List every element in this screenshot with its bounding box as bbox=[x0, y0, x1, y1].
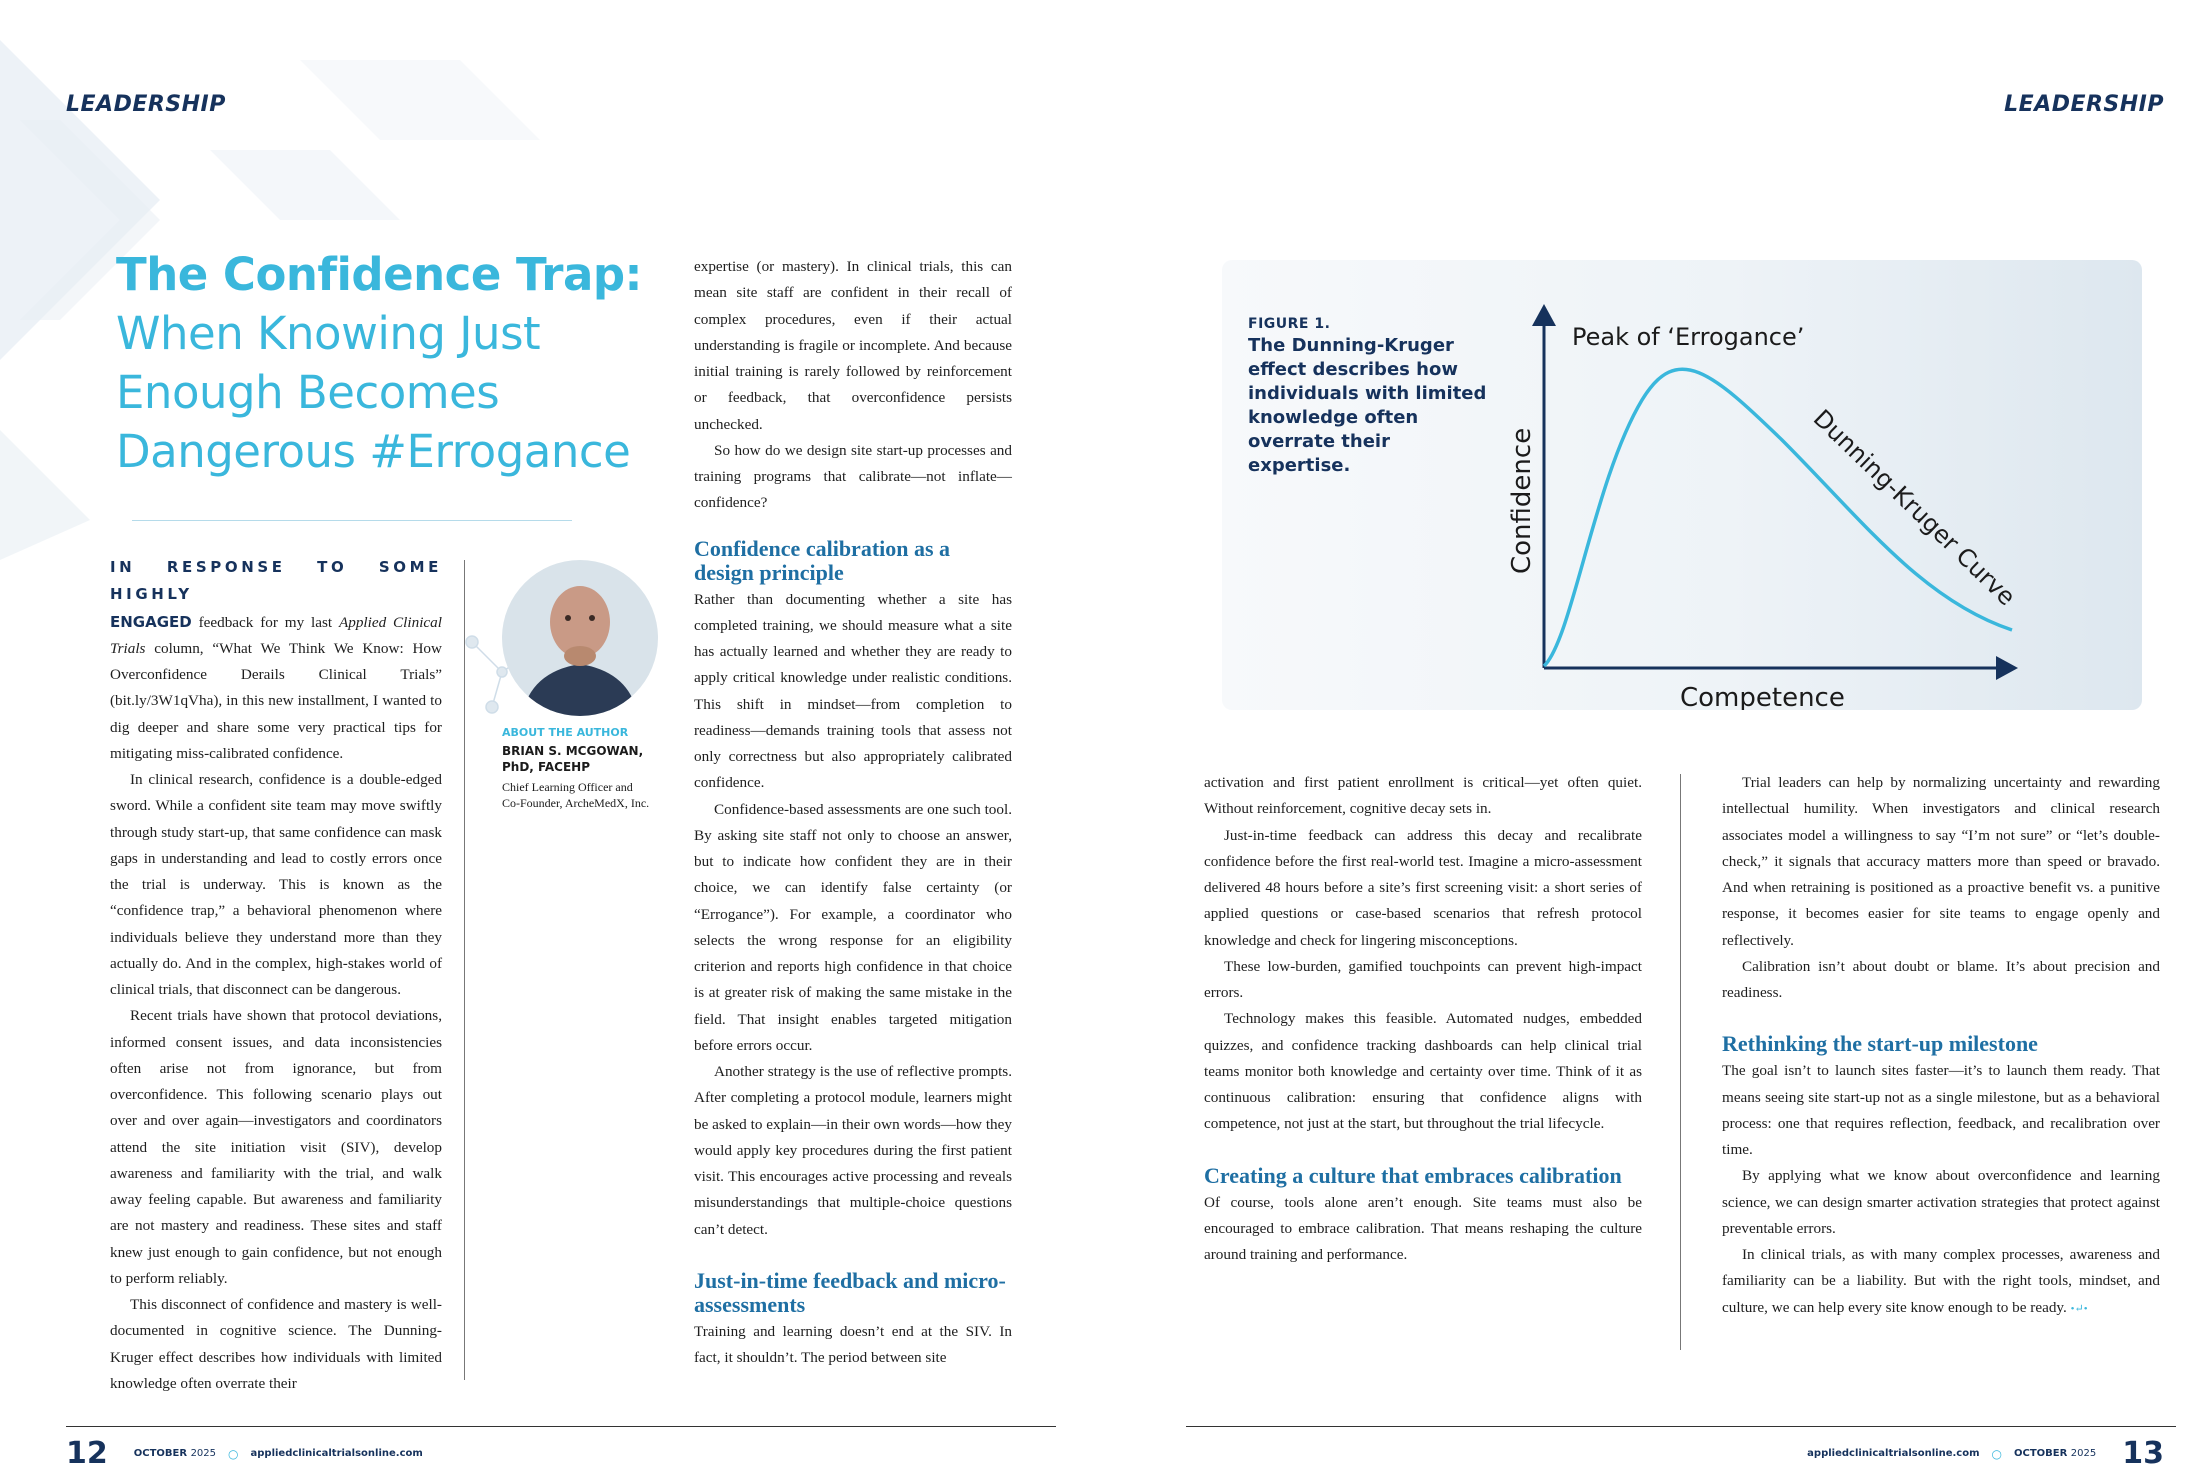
column-3: activation and first patient enrollment … bbox=[1204, 770, 1642, 1268]
column-divider bbox=[464, 560, 465, 1380]
page-number-right: 13 bbox=[2122, 1436, 2164, 1471]
footer-rule-left bbox=[66, 1426, 1056, 1427]
about-author-label: ABOUT THE AUTHOR bbox=[502, 726, 629, 739]
paragraph: expertise (or mastery). In clinical tria… bbox=[694, 258, 1012, 433]
end-mark: •↵• bbox=[2070, 1302, 2088, 1315]
column-4: Trial leaders can help by normalizing un… bbox=[1722, 770, 2160, 1322]
footer-dot-icon: ○ bbox=[1991, 1446, 2002, 1461]
subheading: Rethinking the start-up milestone bbox=[1722, 1031, 2038, 1057]
title-divider bbox=[132, 520, 572, 521]
footer-rule-right bbox=[1186, 1426, 2176, 1427]
paragraph: The goal isn’t to launch sites faster—it… bbox=[1722, 1062, 2160, 1158]
paragraph: Trial leaders can help by normalizing un… bbox=[1722, 774, 2160, 949]
figure-caption-text: The Dunning-Kruger effect describes how … bbox=[1248, 335, 1487, 476]
author-network-decoration bbox=[465, 635, 537, 714]
curve-label: Dunning-Kruger Curve bbox=[1808, 404, 2021, 611]
title-bold-line: The Confidence Trap: bbox=[116, 248, 643, 301]
peak-label: Peak of ‘Errogance’ bbox=[1572, 323, 1804, 351]
x-axis-label: Competence bbox=[1680, 683, 1845, 710]
paragraph: So how do we design site start-up proces… bbox=[694, 441, 1012, 512]
y-axis-label: Confidence bbox=[1507, 428, 1537, 574]
dunning-kruger-chart: Peak of ‘Errogance’ Dunning-Kruger Curve… bbox=[1507, 304, 2021, 710]
column-divider bbox=[1680, 774, 1681, 1350]
y-axis-arrowhead bbox=[1532, 304, 1556, 326]
title-line-2: Enough Becomes bbox=[116, 366, 500, 419]
footer-left: 12 OCTOBER 2025 ○ appliedclinicaltrialso… bbox=[66, 1436, 423, 1471]
paragraph: These low-burden, gamified touchpoints c… bbox=[1204, 957, 1642, 1001]
paragraph: Just-in-time feedback can address this d… bbox=[1204, 826, 1642, 949]
paragraph: Confidence-based assessments are one suc… bbox=[694, 800, 1012, 1054]
author-name: BRIAN S. MCGOWAN,PhD, FACEHP bbox=[502, 744, 644, 774]
paragraph: Training and learning doesn’t end at the… bbox=[694, 1322, 1012, 1366]
author-avatar bbox=[502, 560, 658, 716]
paragraph: Another strategy is the use of reflectiv… bbox=[694, 1063, 1012, 1238]
paragraph: activation and first patient enrollment … bbox=[1204, 774, 1642, 818]
paragraph: Rather than documenting whether a site h… bbox=[694, 590, 1012, 792]
footer-dot-icon: ○ bbox=[228, 1446, 239, 1461]
page-number-left: 12 bbox=[66, 1436, 108, 1471]
paragraph: Recent trials have shown that protocol d… bbox=[110, 1007, 442, 1287]
paragraph: By applying what we know about overconfi… bbox=[1722, 1167, 2160, 1237]
author-card: ABOUT THE AUTHOR BRIAN S. MCGOWAN,PhD, F… bbox=[502, 726, 702, 811]
article-title: The Confidence Trap: When Knowing Just E… bbox=[116, 246, 676, 481]
subheading: Confidence calibration as a design princ… bbox=[694, 535, 951, 585]
website-right: appliedclinicaltrialsonline.com bbox=[1807, 1448, 1980, 1459]
issue-date-left: OCTOBER 2025 bbox=[133, 1448, 217, 1459]
website-left: appliedclinicaltrialsonline.com bbox=[250, 1448, 423, 1459]
paragraph: This disconnect of confidence and master… bbox=[110, 1296, 442, 1392]
paragraph: In clinical research, confidence is a do… bbox=[110, 771, 442, 998]
background-chevron-pattern bbox=[0, 40, 540, 560]
title-line-1: When Knowing Just bbox=[116, 307, 541, 360]
footer-right: appliedclinicaltrialsonline.com ○ OCTOBE… bbox=[1807, 1436, 2164, 1471]
column-2: expertise (or mastery). In clinical tria… bbox=[694, 254, 1012, 1371]
paragraph: In clinical trials, as with many complex… bbox=[1722, 1246, 2160, 1316]
figure-caption: FIGURE 1. The Dunning-Kruger effect desc… bbox=[1248, 316, 1498, 478]
paragraph: Calibration isn’t about doubt or blame. … bbox=[1722, 957, 2160, 1001]
paragraph: Of course, tools alone aren’t enough. Si… bbox=[1204, 1193, 1642, 1264]
dunning-kruger-curve bbox=[1542, 367, 2013, 668]
section-label-right: LEADERSHIP bbox=[2004, 92, 2164, 117]
x-axis-arrowhead bbox=[1996, 656, 2018, 680]
issue-date-right: OCTOBER 2025 bbox=[2013, 1448, 2097, 1459]
author-portrait-icon bbox=[522, 586, 638, 716]
figure-panel: FIGURE 1. The Dunning-Kruger effect desc… bbox=[1222, 260, 2142, 710]
subheading: Just-in-time feedback and micro-assessme… bbox=[694, 1267, 1006, 1317]
section-label-left: LEADERSHIP bbox=[66, 92, 226, 117]
subheading: Creating a culture that embraces calibra… bbox=[1204, 1162, 1622, 1188]
figure-label: FIGURE 1. bbox=[1248, 316, 1331, 332]
paragraph: Technology makes this feasible. Automate… bbox=[1204, 1010, 1642, 1133]
title-line-3: Dangerous #Errogance bbox=[116, 425, 631, 478]
